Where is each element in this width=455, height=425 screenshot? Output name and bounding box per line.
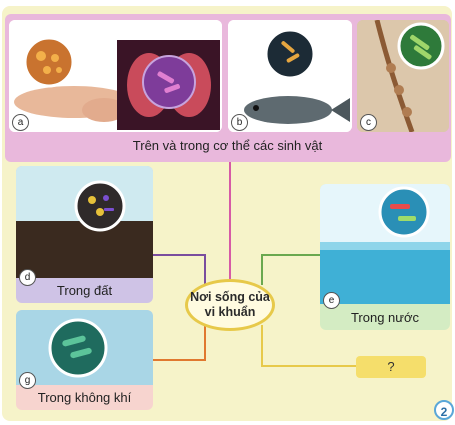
fish-illustration [228,20,352,132]
page-number-badge: 2 [434,400,454,420]
unknown-habitat-box: ? [356,356,426,378]
line-to-soil [153,254,206,285]
soil-illustration [16,166,153,278]
organisms-caption: Trên và trong cơ thể các sinh vật [132,138,323,153]
water-illustration [320,184,450,304]
center-line-1: Nơi sống của [190,290,270,304]
soil-tag: d [19,269,36,286]
air-label: Trong không khí [37,390,132,405]
photo-b-tag: b [231,114,248,131]
line-to-unknown [261,325,356,367]
photo-a-tag: a [12,114,29,131]
soil-card: d Trong đất [16,166,153,303]
water-label: Trong nước [350,310,420,325]
soil-label: Trong đất [56,283,113,298]
air-card: g Trong không khí [16,310,153,410]
photo-c-plant-roots: c [357,20,449,132]
air-tag: g [19,372,36,389]
photo-b-fish: b [228,20,352,132]
root-nodule-illustration [357,20,449,132]
arm-and-lung-illustration [9,20,222,132]
air-illustration [16,310,153,385]
line-to-water [261,254,320,285]
photo-a-human-body: a [9,20,222,132]
water-card: e Trong nước [320,184,450,330]
center-topic: Nơi sống của vi khuẩn [185,279,275,331]
center-line-2: vi khuẩn [204,305,256,319]
photo-c-tag: c [360,114,377,131]
water-tag: e [323,292,340,309]
line-to-air [153,325,206,361]
